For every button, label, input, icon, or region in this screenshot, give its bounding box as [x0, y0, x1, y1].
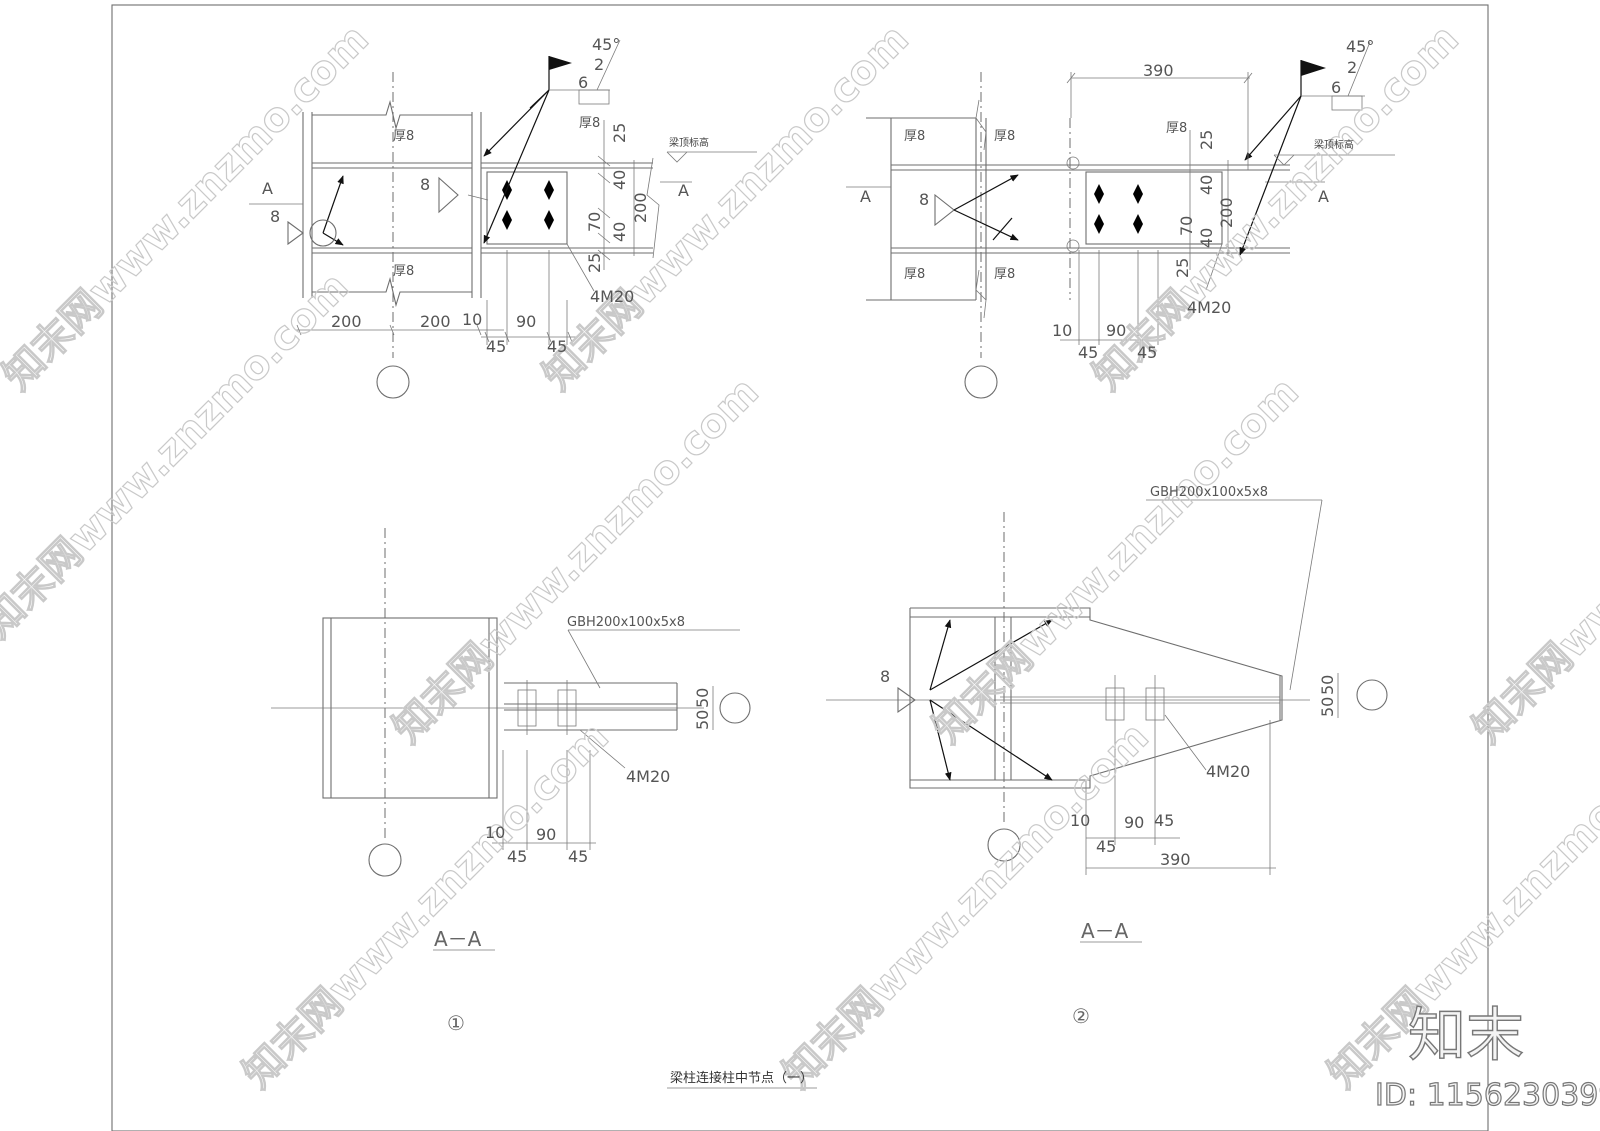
- drawing-title: 梁柱连接柱中节点（一）: [670, 1070, 813, 1086]
- svg-text:25: 25: [585, 253, 604, 273]
- svg-text:A－A: A－A: [1081, 919, 1129, 943]
- svg-text:10: 10: [1070, 811, 1090, 830]
- svg-text:40: 40: [1197, 175, 1216, 195]
- drawing-id: ID: 1156230399: [1375, 1078, 1600, 1113]
- plate-thick-label: 厚8: [579, 116, 600, 131]
- svg-text:8: 8: [919, 190, 929, 209]
- svg-text:②: ②: [1072, 1004, 1090, 1028]
- svg-text:90: 90: [536, 825, 556, 844]
- svg-text:6: 6: [1331, 78, 1341, 97]
- svg-text:45: 45: [1096, 837, 1116, 856]
- svg-text:A: A: [860, 187, 871, 206]
- svg-text:2: 2: [1347, 58, 1357, 77]
- fillet-size: 8: [270, 207, 280, 226]
- section-title: A－A: [434, 927, 482, 951]
- svg-text:厚8: 厚8: [994, 267, 1015, 282]
- svg-text:50: 50: [1318, 697, 1337, 717]
- svg-text:知末网www.znzmo.com: 知末网www.znzmo.com: [925, 369, 1308, 752]
- dim-200: 200: [420, 312, 451, 331]
- dim-10: 10: [462, 310, 482, 329]
- weld-depth: 2: [594, 55, 604, 74]
- svg-text:40: 40: [610, 170, 629, 190]
- dim-45: 45: [486, 337, 506, 356]
- svg-text:90: 90: [1124, 813, 1144, 832]
- svg-text:4M20: 4M20: [626, 767, 670, 786]
- detail-number: ①: [447, 1011, 465, 1035]
- svg-text:25: 25: [610, 123, 629, 143]
- svg-text:40: 40: [1197, 228, 1216, 248]
- svg-text:8: 8: [880, 667, 890, 686]
- svg-text:A: A: [1318, 187, 1329, 206]
- svg-text:50: 50: [693, 688, 712, 708]
- detail1-section: [271, 528, 751, 877]
- svg-text:10: 10: [1052, 321, 1072, 340]
- detail2-section: [826, 499, 1388, 875]
- svg-text:10: 10: [485, 823, 505, 842]
- svg-text:25: 25: [1173, 258, 1192, 278]
- svg-text:厚8: 厚8: [904, 129, 925, 144]
- svg-text:45: 45: [1137, 343, 1157, 362]
- svg-text:4M20: 4M20: [1187, 298, 1231, 317]
- bolt-label: 4M20: [590, 287, 634, 306]
- dim-45: 45: [547, 337, 567, 356]
- svg-text:45°: 45°: [1346, 37, 1374, 56]
- svg-text:45: 45: [568, 847, 588, 866]
- dim-90: 90: [516, 312, 536, 331]
- watermark-layer: 知末网www.znzmo.com 知末网www.znzmo.com 知末网www…: [0, 15, 1600, 1097]
- detail2-elevation: [846, 41, 1395, 399]
- weld-angle: 45°: [592, 35, 620, 54]
- beam-top-elevation: 梁顶标高: [669, 136, 709, 149]
- svg-text:厚8: 厚8: [1166, 121, 1187, 136]
- brand-logo: 知末: [1408, 1001, 1524, 1069]
- fillet-size: 8: [420, 175, 430, 194]
- svg-text:50: 50: [1318, 675, 1337, 695]
- svg-text:厚8: 厚8: [904, 267, 925, 282]
- weld-size: 6: [578, 73, 588, 92]
- svg-text:45: 45: [1154, 811, 1174, 830]
- svg-text:厚8: 厚8: [994, 129, 1015, 144]
- svg-text:70: 70: [585, 212, 604, 232]
- svg-text:知末网www.znzmo.com: 知末网www.znzmo.com: [775, 714, 1158, 1097]
- svg-text:200: 200: [631, 192, 650, 223]
- svg-text:知末网www.znzmo.com: 知末网www.znzmo.com: [1465, 369, 1600, 752]
- svg-text:25: 25: [1197, 130, 1216, 150]
- svg-text:45: 45: [1078, 343, 1098, 362]
- svg-text:70: 70: [1177, 216, 1196, 236]
- detail1-elevation: [249, 39, 757, 399]
- plate-thick-label: 厚8: [393, 129, 414, 144]
- axis-bubble: [376, 365, 410, 399]
- svg-text:200: 200: [1217, 197, 1236, 228]
- svg-text:40: 40: [610, 222, 629, 242]
- section-mark: A: [678, 181, 689, 200]
- svg-text:知末网www.znzmo.com: 知末网www.znzmo.com: [1085, 16, 1468, 399]
- svg-text:知末网www.znzmo.com: 知末网www.znzmo.com: [535, 16, 918, 399]
- svg-text:50: 50: [693, 710, 712, 730]
- svg-text:4M20: 4M20: [1206, 762, 1250, 781]
- plate-thick-label: 厚8: [393, 264, 414, 279]
- svg-text:知末网www.znzmo.com: 知末网www.znzmo.com: [235, 714, 618, 1097]
- beam-spec: GBH200x100x5x8: [567, 615, 685, 630]
- drawing-frame: [111, 4, 1489, 1131]
- dim-200: 200: [331, 312, 362, 331]
- svg-text:45: 45: [507, 847, 527, 866]
- svg-text:GBH200x100x5x8: GBH200x100x5x8: [1150, 485, 1268, 500]
- dim-390: 390: [1143, 61, 1174, 80]
- section-mark: A: [262, 179, 273, 198]
- svg-text:知末网www.znzmo.com: 知末网www.znzmo.com: [0, 16, 378, 399]
- svg-text:390: 390: [1160, 850, 1191, 869]
- svg-text:90: 90: [1106, 321, 1126, 340]
- svg-text:梁顶标高: 梁顶标高: [1314, 138, 1354, 151]
